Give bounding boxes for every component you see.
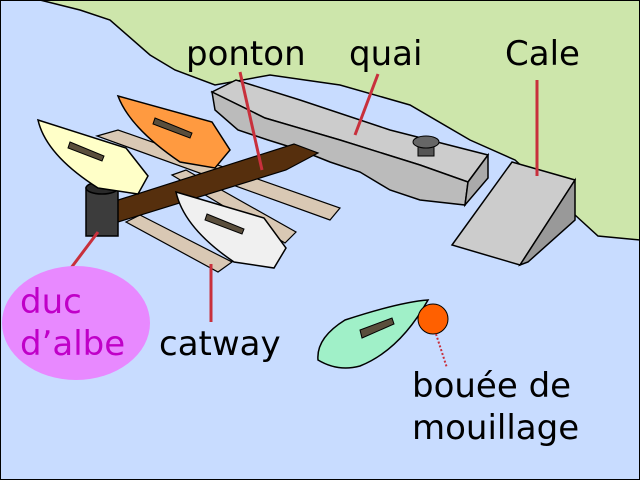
- mooring-buoy-icon: [417, 303, 449, 335]
- label-catway: catway: [159, 324, 281, 364]
- pointer-lines: [66, 71, 539, 369]
- label-cale: Cale: [505, 34, 580, 74]
- land-area: [39, 0, 640, 241]
- slipway-side: [518, 177, 576, 267]
- label-ponton: ponton: [186, 34, 306, 74]
- label-bouee-line1: bouée de: [412, 366, 571, 406]
- label-quai: quai: [349, 34, 422, 74]
- boat-orange: [116, 94, 231, 169]
- pointer-ponton: [238, 71, 264, 171]
- boat-green-cockpit: [359, 317, 395, 339]
- boat-white-cockpit: [204, 213, 245, 235]
- label-duc-line1: duc: [20, 282, 82, 322]
- pointer-bouee: [435, 333, 448, 369]
- duc-bubble: [2, 266, 150, 380]
- pointer-duc: [66, 231, 100, 273]
- pointer-quai: [353, 73, 380, 136]
- bollard-icon: [412, 135, 440, 157]
- boat-white: [174, 190, 287, 269]
- boat-orange-cockpit: [152, 117, 193, 139]
- quay-end: [463, 152, 489, 208]
- quay: [210, 79, 490, 208]
- label-bouee-line2: mouillage: [412, 408, 579, 448]
- slipway: [450, 161, 577, 267]
- label-duc-line2: d’albe: [20, 324, 125, 364]
- boat-yellow: [36, 118, 149, 195]
- boat-yellow-cockpit: [67, 141, 105, 162]
- boat-green: [317, 299, 430, 369]
- catway-lower: [124, 214, 234, 273]
- quay-face: [211, 90, 469, 206]
